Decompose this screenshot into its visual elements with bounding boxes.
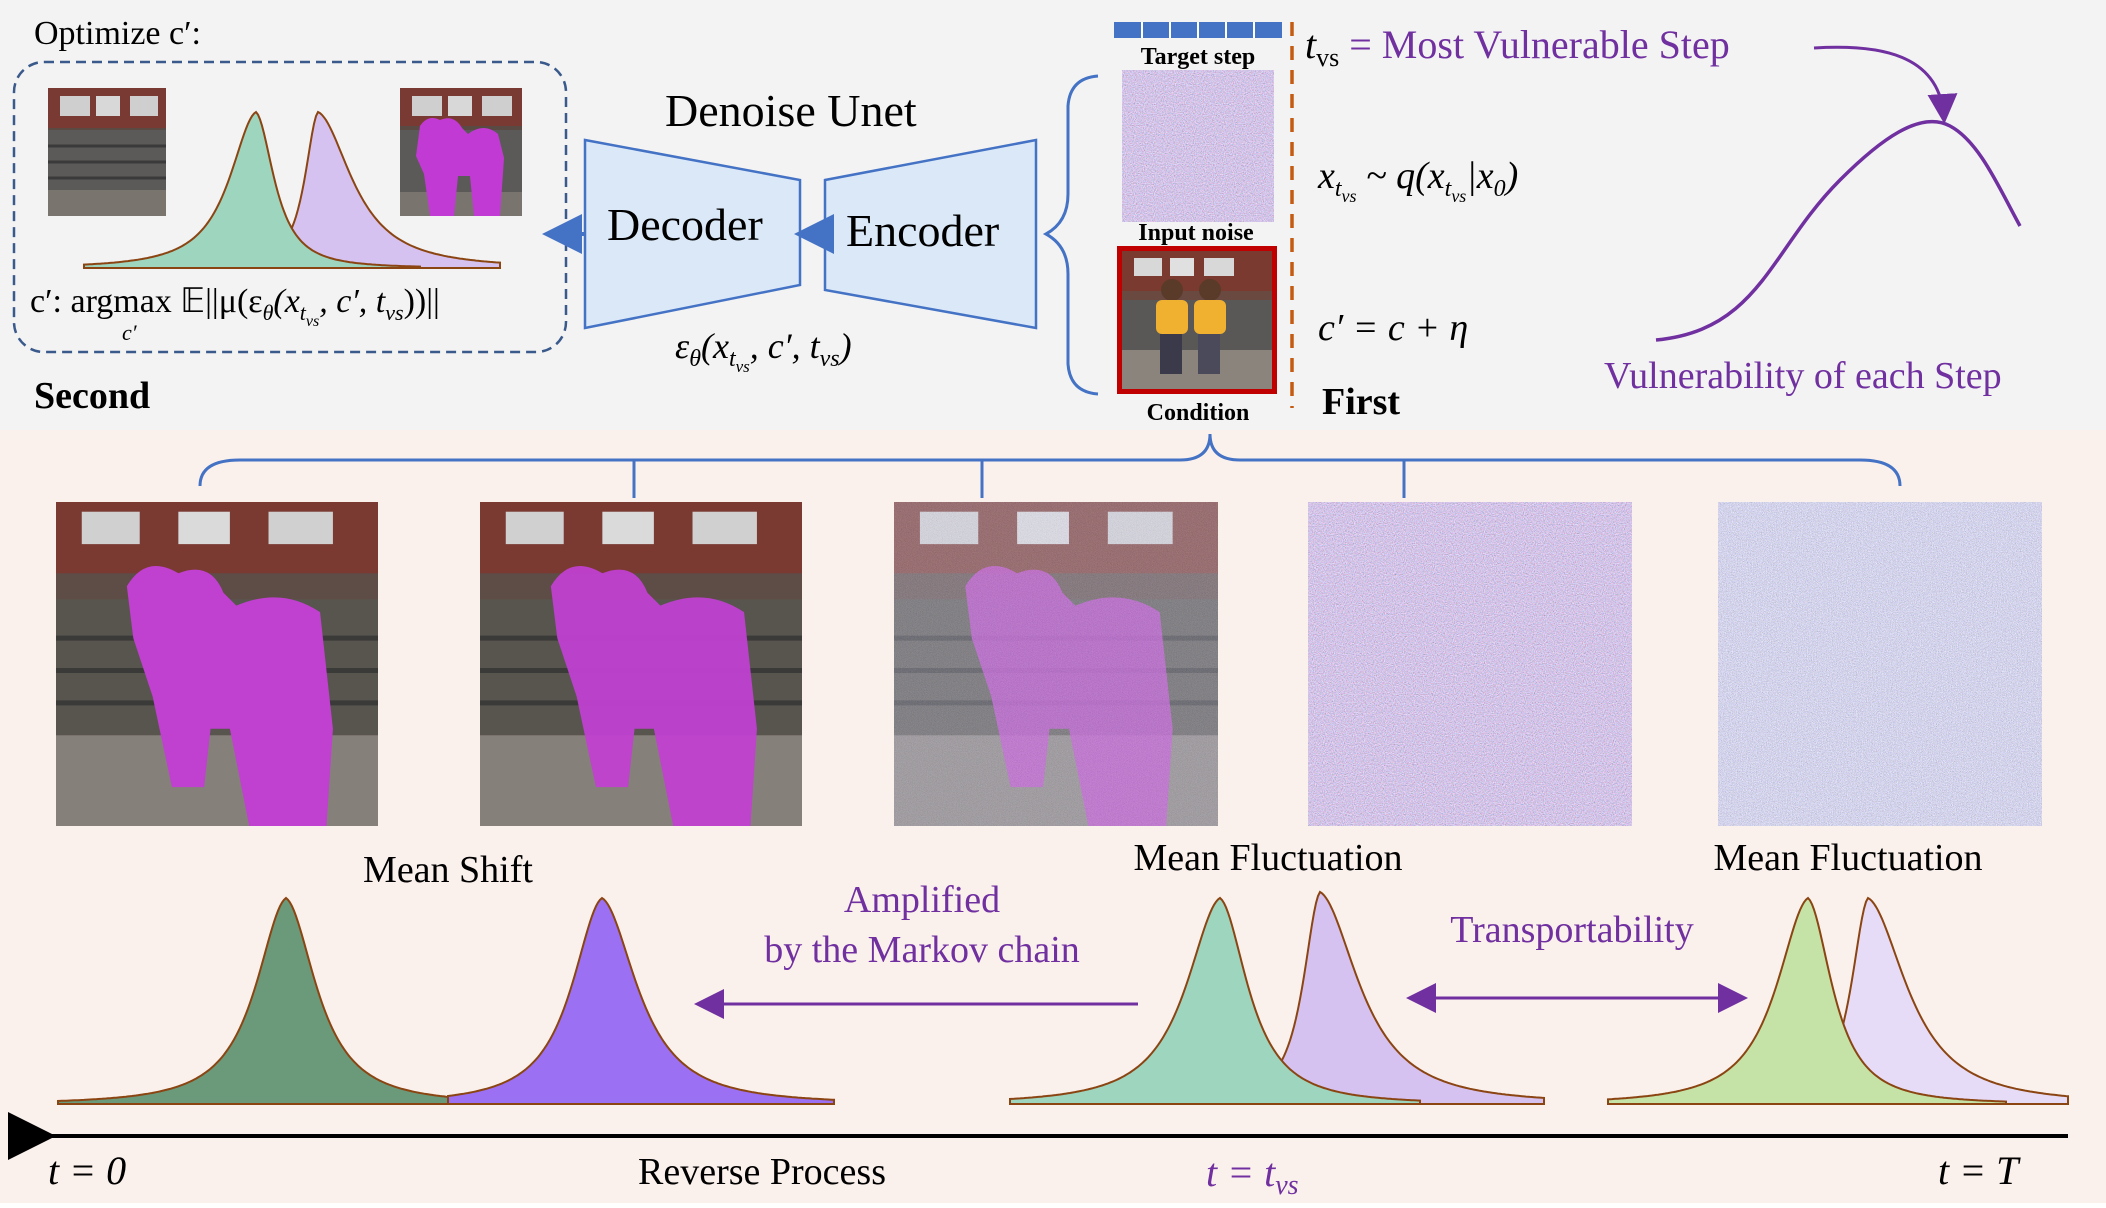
input-noise-label: Input noise [1138,220,1254,246]
optimize-original-thumbnail [48,88,166,216]
original-distribution-curve [1607,896,2007,1105]
shifted-distribution-curve [1809,896,2069,1105]
curly-brace-icon [1042,74,1099,396]
transportability-label: Transportability [1450,909,1694,951]
tvs-definition: tvs = Most Vulnerable Step [1305,22,1730,72]
generated-image-t-0 [56,502,378,826]
reverse-process-label: Reverse Process [638,1151,886,1193]
curly-brace-icon [198,433,1902,487]
amplified-label-line-1: Amplified [844,879,1000,921]
t-T-label: t = T [1938,1148,2021,1193]
optimize-box [12,60,568,354]
shifted-distribution-curve [1259,890,1545,1105]
epsilon-formula: εθ(xtvs, c′, tvs) [675,326,852,376]
generated-image-step-3 [894,502,1218,826]
condition-label: Condition [1147,400,1250,426]
shifted-distribution-curve [447,896,835,1105]
bottom-distributions [57,890,2069,1105]
input-noise-image [1122,70,1274,222]
optimize-distribution-pair [83,110,501,269]
xt-sampling-formula: xtvs ~ q(xtvs|x0) [1317,155,1518,206]
argmax-subscript: c′ [122,320,138,345]
decoder-label: Decoder [607,199,763,250]
denoise-unet-title: Denoise Unet [665,85,917,136]
curved-arrow-icon [1813,45,1958,124]
t-vs-label: t = tvs [1206,1150,1299,1201]
original-distribution-curve [1009,896,1421,1105]
first-step-label: First [1322,381,1400,423]
mean-fluctuation-label-2: Mean Fluctuation [1713,837,1982,879]
amplified-label-line-2: by the Markov chain [764,929,1080,971]
noise-image-t-T [1718,502,2042,826]
decoder-block [583,138,802,330]
original-distribution-curve [83,110,421,269]
vulnerability-label: Vulnerability of each Step [1604,355,2002,397]
second-step-label: Second [34,375,150,417]
optimize-target-thumbnail [400,88,522,216]
argmax-formula: c′: argmax 𝔼||μ(εθ(xtvs, c′, tvs))|| [30,283,440,330]
target-step-label: Target step [1141,44,1255,70]
generated-image-step-2 [480,502,802,826]
encoder-label: Encoder [846,205,999,256]
mean-shift-label: Mean Shift [363,849,533,891]
vulnerability-curve [1655,119,2022,342]
mean-fluctuation-label-1: Mean Fluctuation [1133,837,1402,879]
noise-image-t-vs [1308,502,1632,826]
target-step-bar [1114,22,1282,38]
condition-image [1117,246,1277,394]
optimize-label: Optimize c′: [34,15,201,52]
condition-perturbation-formula: c′ = c + η [1318,307,1468,349]
original-distribution-curve [57,896,521,1105]
t-zero-label: t = 0 [48,1148,126,1193]
